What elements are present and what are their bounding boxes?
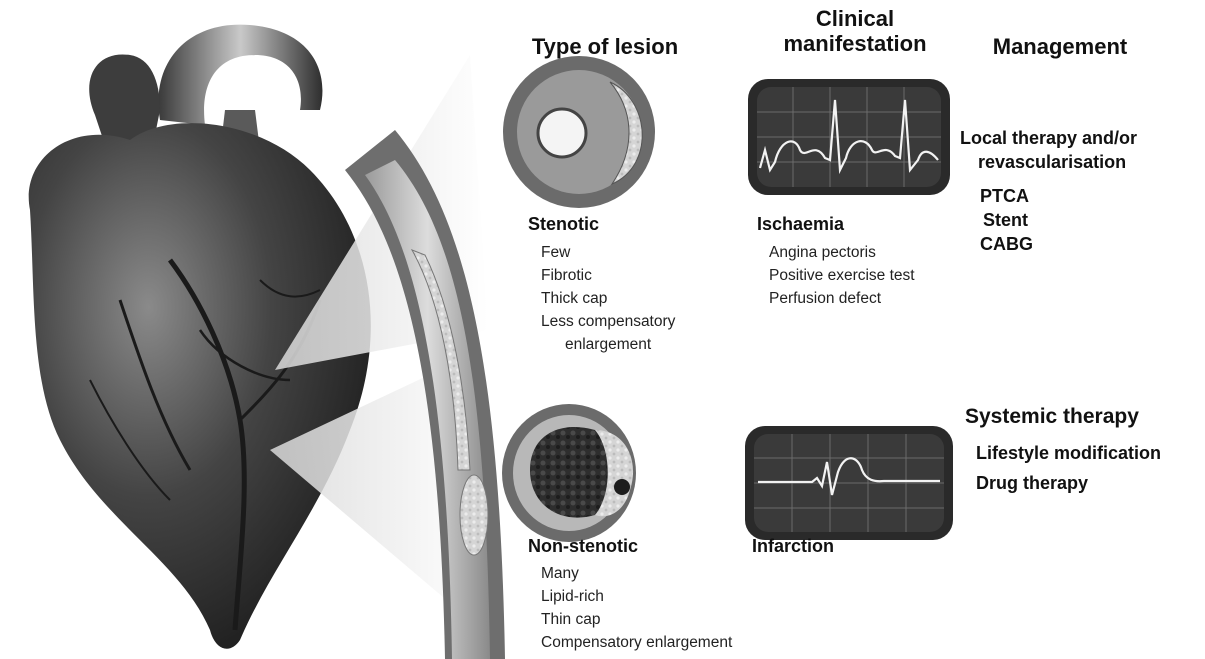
list-item: Thin cap	[541, 608, 732, 631]
nonstenotic-list: Many Lipid-rich Thin cap Compensatory en…	[541, 562, 732, 654]
stenotic-title: Stenotic	[528, 214, 599, 235]
ischaemia-title: Ischaemia	[757, 214, 844, 235]
ischaemia-list: Angina pectoris Positive exercise test P…	[769, 241, 915, 310]
stenotic-list: Few Fibrotic Thick cap Less compensatory…	[541, 241, 675, 356]
list-item: Drug therapy	[976, 468, 1161, 498]
infarction-title: Infarction	[752, 536, 834, 557]
list-item: Perfusion defect	[769, 287, 915, 310]
header-management: Management	[975, 34, 1145, 59]
ischaemia-ecg-monitor	[748, 79, 950, 195]
list-item: PTCA	[980, 184, 1033, 208]
local-therapy-line2: revascularisation	[960, 150, 1137, 174]
local-therapy-title: Local therapy and/or revascularisation	[960, 126, 1137, 174]
list-item: Many	[541, 562, 732, 585]
nonstenotic-title: Non-stenotic	[528, 536, 638, 557]
systemic-therapy-title: Systemic therapy	[965, 405, 1139, 429]
heart	[29, 123, 371, 649]
list-item: Angina pectoris	[769, 241, 915, 264]
list-item: enlargement	[541, 333, 675, 356]
list-item: Few	[541, 241, 675, 264]
nonstenotic-lesion-icon	[502, 404, 636, 542]
stenotic-lesion-icon	[503, 56, 655, 208]
header-type-of-lesion: Type of lesion	[505, 34, 705, 59]
local-therapy-line1: Local therapy and/or	[960, 126, 1137, 150]
list-item: Compensatory enlargement	[541, 631, 732, 654]
local-therapy-list: PTCA Stent CABG	[980, 184, 1033, 256]
list-item: Thick cap	[541, 287, 675, 310]
systemic-therapy-list: Lifestyle modification Drug therapy	[976, 438, 1161, 498]
list-item: Lifestyle modification	[976, 438, 1161, 468]
list-item: Positive exercise test	[769, 264, 915, 287]
header-clinical-manifestation: Clinical manifestation	[760, 6, 950, 56]
header-clinical-line2: manifestation	[760, 31, 950, 56]
list-item: Fibrotic	[541, 264, 675, 287]
list-item: Stent	[980, 208, 1033, 232]
list-item: CABG	[980, 232, 1033, 256]
header-clinical-line1: Clinical	[760, 6, 950, 31]
list-item: Lipid-rich	[541, 585, 732, 608]
list-item: Less compensatory	[541, 310, 675, 333]
infarction-ecg-monitor	[745, 426, 953, 540]
